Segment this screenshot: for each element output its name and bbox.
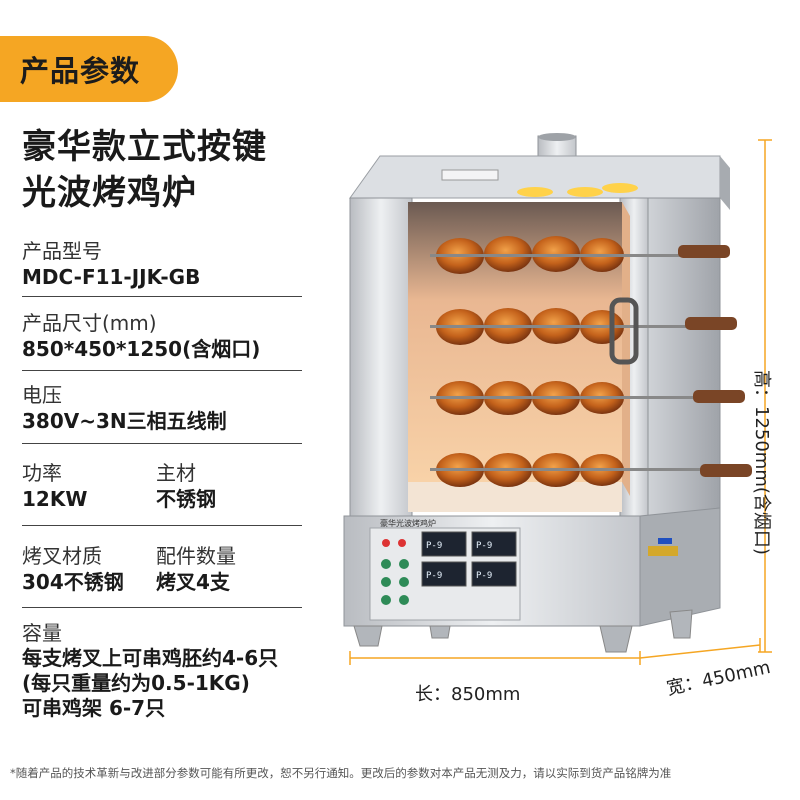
product-title: 豪华款立式按键 光波烤鸡炉 xyxy=(22,124,322,216)
divider xyxy=(22,370,302,371)
chamber-floor xyxy=(408,482,622,512)
spit-handle xyxy=(693,390,745,403)
spit-row-2 xyxy=(430,308,737,345)
section-badge-label: 产品参数 xyxy=(20,54,141,88)
dimension-lines xyxy=(349,139,772,665)
section-badge: 产品参数 xyxy=(0,36,178,102)
key-button xyxy=(399,577,409,587)
door-handle xyxy=(609,297,639,365)
length-dimension: 长：850mm xyxy=(415,684,521,705)
divider xyxy=(22,443,302,444)
spec-capacity-line-2: (每只重量约为0.5-1KG) xyxy=(22,671,250,695)
control-plate-text: 豪华光波烤鸡炉 xyxy=(380,518,436,528)
product-title-line-1: 豪华款立式按键 xyxy=(22,127,267,167)
spec-capacity-line-3: 可串鸡架 6-7只 xyxy=(22,696,166,720)
leg xyxy=(353,625,383,647)
svg-text:P-9: P-9 xyxy=(476,541,492,551)
divider xyxy=(22,607,302,608)
spec-material-label: 主材 xyxy=(156,461,196,485)
spec-material: 主材 不锈钢 xyxy=(156,460,216,512)
svg-text:P-9: P-9 xyxy=(426,541,442,551)
key-button xyxy=(381,595,391,605)
spec-capacity: 容量 每支烤叉上可串鸡胚约4-6只 (每只重量约为0.5-1KG) 可串鸡架 6… xyxy=(22,620,278,721)
leg xyxy=(429,625,451,639)
key-button xyxy=(399,595,409,605)
spec-model-label: 产品型号 xyxy=(22,239,102,263)
spec-accessories-value: 烤叉4支 xyxy=(156,570,230,594)
hood-lamp xyxy=(567,187,603,197)
timer-display: P-9 xyxy=(421,561,467,587)
spec-capacity-label: 容量 xyxy=(22,621,62,645)
key-button xyxy=(381,577,391,587)
spec-model-value: MDC-F11-JJK-GB xyxy=(22,265,201,289)
spit-row-4 xyxy=(430,453,752,487)
spit-row-3 xyxy=(430,381,745,415)
leg xyxy=(599,625,633,653)
spec-fork-material: 烤叉材质 304不锈钢 xyxy=(22,543,124,595)
spec-accessories-label: 配件数量 xyxy=(156,544,236,568)
spec-voltage-value: 380V~3N三相五线制 xyxy=(22,409,227,433)
indicator-light xyxy=(398,539,406,547)
spec-power: 功率 12KW xyxy=(22,460,87,512)
timer-display: P-9 xyxy=(421,531,467,557)
rotisserie-oven-illustration: 豪华光波烤鸡炉 P-9 P-9 P-9 P-9 xyxy=(343,133,752,653)
spec-voltage: 电压 380V~3N三相五线制 xyxy=(22,382,227,434)
height-dimension: 高：1250mm(含烟口) xyxy=(751,370,772,555)
key-button xyxy=(399,559,409,569)
oven-hood-side xyxy=(720,156,730,210)
spec-accessories: 配件数量 烤叉4支 xyxy=(156,543,236,595)
key-button xyxy=(381,559,391,569)
spec-model: 产品型号 MDC-F11-JJK-GB xyxy=(22,238,200,290)
spit-row-1 xyxy=(430,236,730,274)
spit-handle xyxy=(700,464,752,477)
spec-fork-material-value: 304不锈钢 xyxy=(22,570,124,594)
gas-valve xyxy=(648,546,678,556)
spec-size-value: 850*450*1250(含烟口) xyxy=(22,337,261,361)
gas-valve-lever xyxy=(658,538,672,544)
product-title-line-2: 光波烤鸡炉 xyxy=(22,173,197,213)
hood-lamp xyxy=(602,183,638,193)
footnote: *随着产品的技术革新与改进部分参数可能有所更改，恕不另行通知。更改后的参数对本产… xyxy=(10,766,672,780)
leg xyxy=(669,609,693,639)
control-base-side xyxy=(639,507,721,627)
timer-display: P-9 xyxy=(471,531,517,557)
svg-text:P-9: P-9 xyxy=(426,571,442,581)
spit-handle xyxy=(678,245,730,258)
hood-lamp xyxy=(517,187,553,197)
svg-text:P-9: P-9 xyxy=(476,571,492,581)
spec-material-value: 不锈钢 xyxy=(156,487,216,511)
chimney-top xyxy=(538,133,576,141)
divider xyxy=(22,525,302,526)
spec-power-label: 功率 xyxy=(22,461,62,485)
spec-voltage-label: 电压 xyxy=(22,383,62,407)
divider xyxy=(22,296,302,297)
spit-handle xyxy=(685,317,737,330)
spec-capacity-line-1: 每支烤叉上可串鸡胚约4-6只 xyxy=(22,646,279,670)
indicator-light xyxy=(382,539,390,547)
spec-power-value: 12KW xyxy=(22,487,88,511)
timer-display: P-9 xyxy=(471,561,517,587)
spec-fork-material-label: 烤叉材质 xyxy=(22,544,102,568)
spec-size-label: 产品尺寸(mm) xyxy=(22,311,157,335)
hood-handle xyxy=(441,169,499,181)
chamber-inner-wall xyxy=(622,202,630,496)
spec-size: 产品尺寸(mm) 850*450*1250(含烟口) xyxy=(22,310,260,362)
